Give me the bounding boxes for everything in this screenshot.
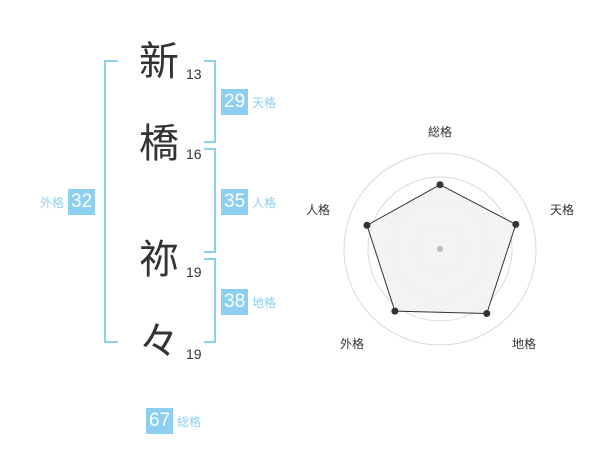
name-char-2: 橋	[139, 121, 179, 167]
chikaku-bracket	[204, 258, 216, 343]
radar-point	[391, 307, 399, 315]
radar-label-gaikaku: 外格	[340, 337, 365, 351]
gaikaku-label: 外格	[40, 195, 65, 210]
radar-points	[363, 181, 520, 317]
chikaku-value: 38	[221, 289, 249, 315]
gaikaku-bracket	[104, 60, 118, 343]
chikaku-badge: 38 地格	[221, 289, 276, 315]
stroke-count-4: 19	[186, 346, 202, 362]
jinkaku-badge: 35 人格	[221, 189, 276, 215]
radar-label-soukaku: 総格	[428, 125, 453, 139]
gaikaku-badge: 外格 32	[40, 189, 96, 215]
radar-label-tenkaku: 天格	[550, 203, 575, 217]
name-char-3: 祢	[139, 237, 179, 283]
radar-label-chikaku: 地格	[512, 337, 537, 351]
soukaku-value: 67	[146, 408, 174, 434]
gaikaku-value: 32	[68, 189, 96, 215]
radar-label-jinkaku: 人格	[306, 203, 331, 217]
radar-chart	[343, 152, 537, 346]
jinkaku-bracket	[204, 148, 216, 253]
jinkaku-value: 35	[221, 189, 249, 215]
name-char-1: 新	[139, 39, 179, 85]
stroke-count-2: 16	[186, 146, 202, 162]
jinkaku-label: 人格	[252, 195, 277, 210]
tenkaku-badge: 29 天格	[221, 89, 276, 115]
chikaku-label: 地格	[252, 295, 277, 310]
radar-point	[363, 221, 371, 229]
stroke-count-3: 19	[186, 264, 202, 280]
radar-point	[483, 310, 491, 317]
radar-point	[512, 220, 520, 228]
tenkaku-bracket	[204, 60, 216, 143]
radar-ring	[367, 176, 513, 322]
radar-point	[436, 181, 444, 189]
name-char-4: 々	[139, 319, 179, 365]
soukaku-badge: 67 総格	[146, 408, 201, 434]
soukaku-label: 総格	[177, 414, 202, 429]
tenkaku-label: 天格	[252, 95, 277, 110]
tenkaku-value: 29	[221, 89, 249, 115]
radar-center	[437, 246, 443, 252]
stroke-count-1: 13	[186, 66, 202, 82]
